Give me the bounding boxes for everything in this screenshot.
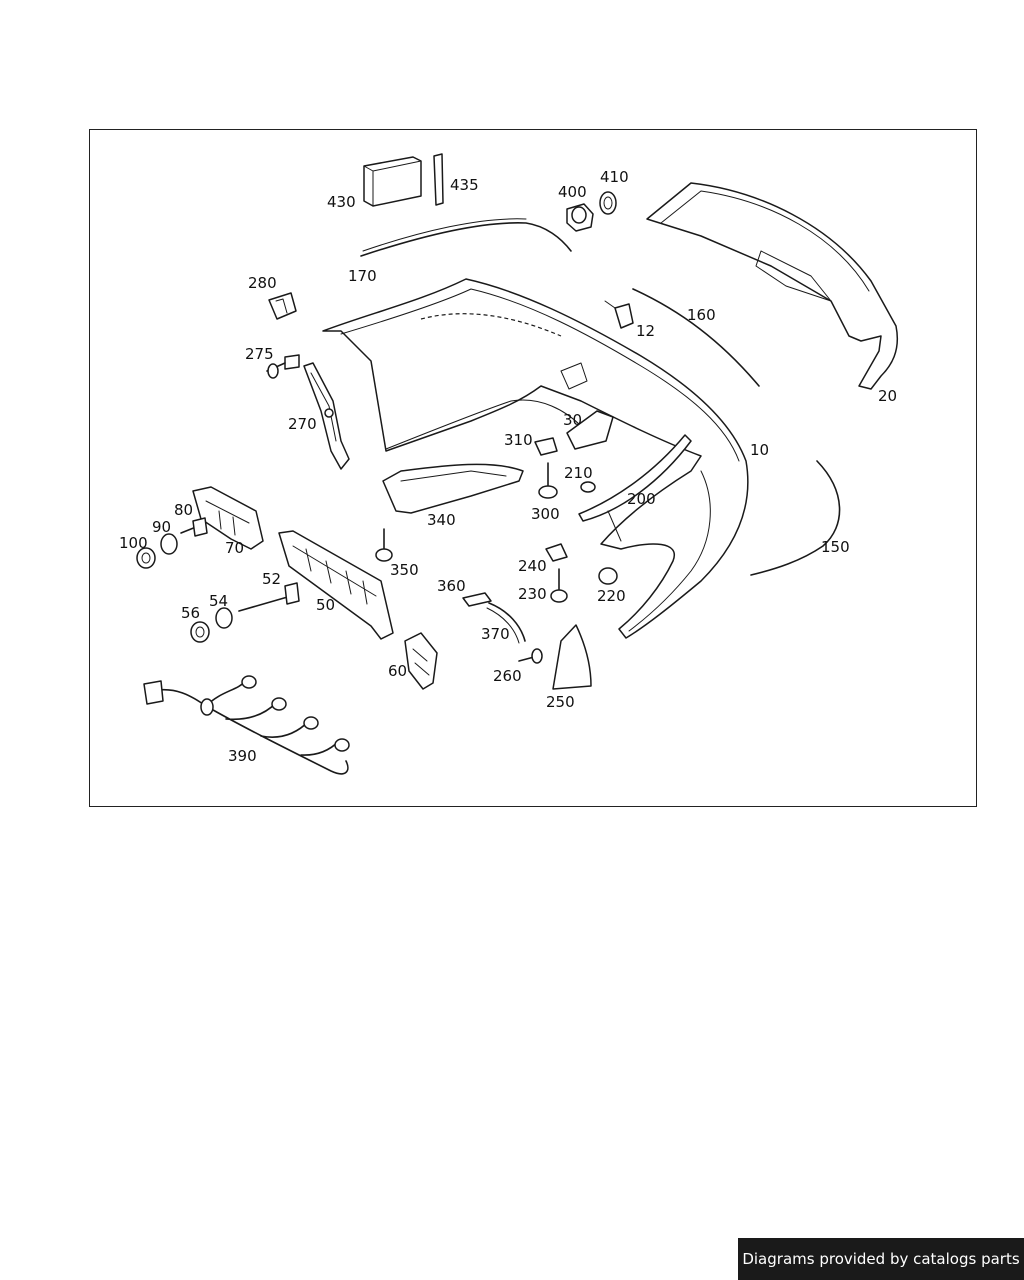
label-part-280: 280 [248,274,277,292]
part-435-strip [433,153,444,206]
label-part-160: 160 [687,306,716,324]
label-part-56: 56 [181,604,200,622]
part-12-bracket [604,300,634,329]
label-part-300: 300 [531,505,560,523]
label-part-270: 270 [288,415,317,433]
label-part-350: 350 [390,561,419,579]
part-260-clip [518,648,543,664]
part-20-diffuser [646,182,898,390]
part-90-washer [160,533,178,555]
label-part-54: 54 [209,592,228,610]
part-200-support [578,434,692,542]
label-part-410: 410 [600,168,629,186]
part-52-bolt [238,582,300,612]
part-275-pin [266,354,300,379]
label-part-30: 30 [563,411,582,429]
part-150-strip [750,460,841,576]
part-230-screw [550,568,568,603]
label-part-340: 340 [427,511,456,529]
label-part-240: 240 [518,557,547,575]
part-390-wiring-harness [143,675,350,775]
part-160-strip [632,288,760,387]
part-250-flap [552,624,592,690]
part-410-ring [599,191,617,215]
footer-credit-banner: Diagrams provided by catalogs parts [738,1238,1024,1280]
part-30-bracket [566,410,614,450]
part-310-clip [534,437,558,456]
part-370-strip [486,602,526,644]
label-part-52: 52 [262,570,281,588]
label-part-390: 390 [228,747,257,765]
label-part-90: 90 [152,518,171,536]
part-220-grommet [598,567,618,585]
label-part-220: 220 [597,587,626,605]
label-part-360: 360 [437,577,466,595]
label-part-12: 12 [636,322,655,340]
label-part-310: 310 [504,431,533,449]
part-240-nut [545,543,568,562]
label-part-230: 230 [518,585,547,603]
label-part-250: 250 [546,693,575,711]
part-400-sensor [566,203,594,232]
label-part-20: 20 [878,387,897,405]
label-part-400: 400 [558,183,587,201]
part-340-undertray [382,463,524,514]
label-part-370: 370 [481,625,510,643]
label-part-150: 150 [821,538,850,556]
label-part-70: 70 [225,539,244,557]
label-part-200: 200 [627,490,656,508]
label-part-210: 210 [564,464,593,482]
label-part-260: 260 [493,667,522,685]
part-50-absorber [278,530,394,640]
part-430-module [363,156,422,207]
label-part-430: 430 [327,193,356,211]
part-270-bracket [303,362,350,470]
part-70-bolt [180,517,208,537]
part-210-washer [580,481,596,493]
label-part-170: 170 [348,267,377,285]
part-170-trim-strip [360,218,572,257]
label-part-275: 275 [245,345,274,363]
part-300-screw [538,462,558,499]
label-part-80: 80 [174,501,193,519]
part-56-nut [190,621,210,643]
part-10-bumper-cover [322,278,749,639]
part-360-pad [462,592,492,607]
part-60-bracket [404,632,438,690]
label-part-50: 50 [316,596,335,614]
part-280-clip [268,292,297,320]
label-part-100: 100 [119,534,148,552]
part-350-screw [375,528,393,562]
exploded-parts-diagram: 10 12 20 30 50 52 54 56 60 70 80 90 100 … [119,153,898,775]
part-100-nut [136,547,156,569]
parts-diagram-frame: 10 12 20 30 50 52 54 56 60 70 80 90 100 … [89,129,977,807]
label-part-60: 60 [388,662,407,680]
part-54-washer [215,607,233,629]
label-part-10: 10 [750,441,769,459]
label-part-435: 435 [450,176,479,194]
